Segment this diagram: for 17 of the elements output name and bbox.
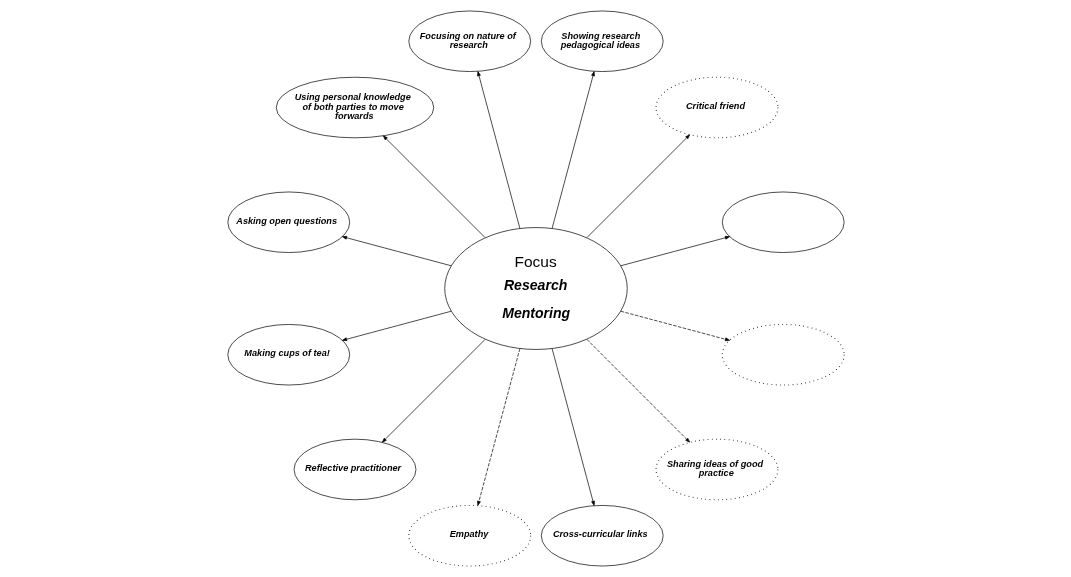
node-ellipse: Showing research pedagogical ideas xyxy=(540,10,664,72)
arrow xyxy=(586,339,690,443)
node-ellipse: Cross-curricular links xyxy=(540,505,664,567)
arrow xyxy=(476,71,520,229)
arrow xyxy=(382,135,485,238)
arrow xyxy=(551,348,595,506)
arrow xyxy=(476,348,520,506)
node-ellipse: Focusing on nature of research xyxy=(407,10,531,72)
arrow xyxy=(341,235,452,267)
arrow xyxy=(586,134,690,238)
node-ellipse: Empathy xyxy=(407,504,531,567)
node-ellipse: Focus Research Mentoring xyxy=(443,227,628,350)
arrow xyxy=(619,235,730,267)
arrow xyxy=(341,310,452,342)
arrow xyxy=(381,339,485,443)
arrow xyxy=(619,310,730,342)
arrow xyxy=(551,71,595,229)
